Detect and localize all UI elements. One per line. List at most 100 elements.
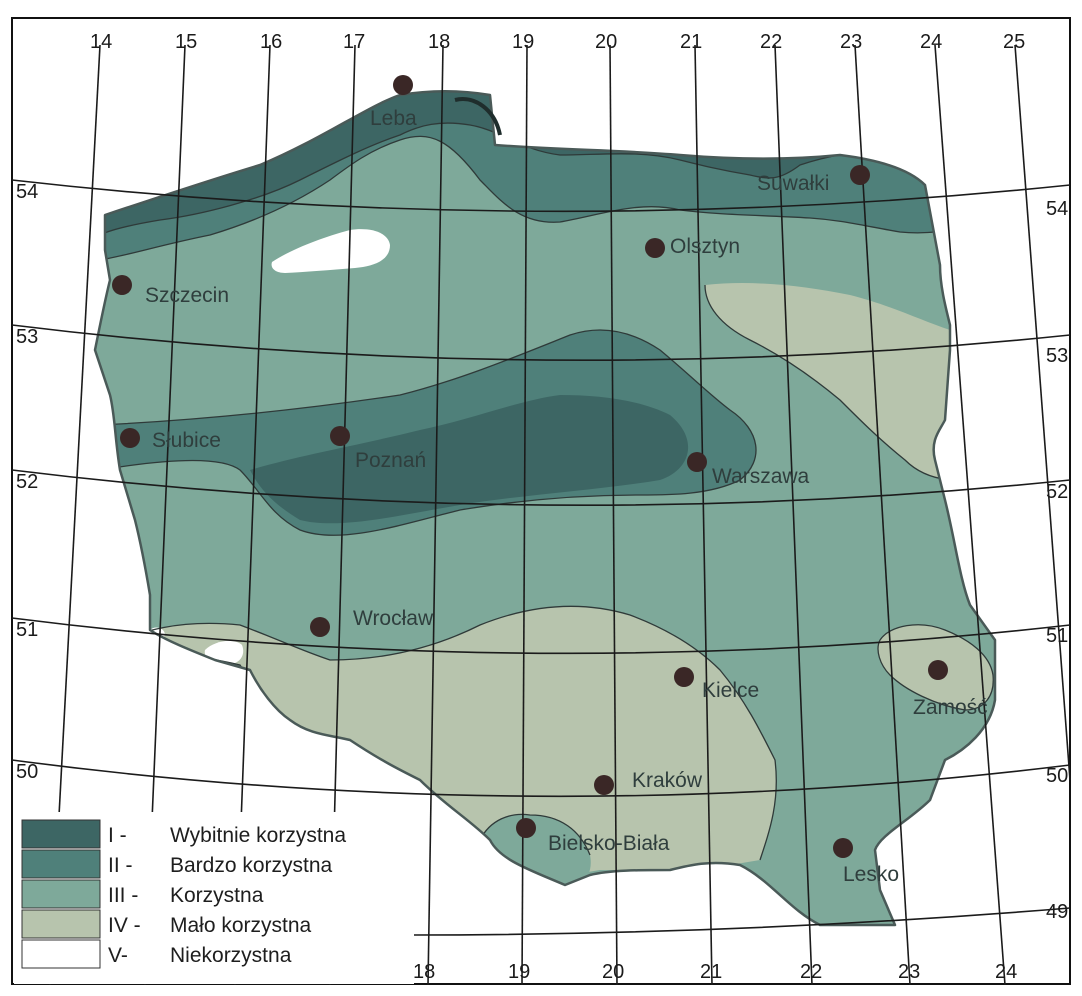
- zone-IV-east: [705, 283, 950, 480]
- city-szczecin[interactable]: Szczecin: [112, 275, 229, 307]
- city-marker[interactable]: [645, 238, 665, 258]
- lon-top-label: 14: [90, 31, 112, 53]
- lon-bottom-label: 19: [508, 961, 530, 983]
- legend-item-IV: IV - Mało korzystna: [21, 909, 312, 939]
- city-poznan[interactable]: Poznań: [330, 426, 426, 472]
- lat-right-label: 52: [1046, 481, 1068, 503]
- city-wroclaw[interactable]: Wrocław: [310, 607, 434, 637]
- lat-right-label: 51: [1046, 625, 1068, 647]
- legend-item-I: I - Wybitnie korzystna: [21, 819, 346, 849]
- lon-top-label: 22: [760, 31, 782, 53]
- lat-right-label: 53: [1046, 345, 1068, 367]
- city-lesko[interactable]: Lesko: [833, 838, 899, 886]
- city-suwalki[interactable]: Suwałki: [757, 165, 870, 195]
- legend-item-V: V- Niekorzystna: [21, 939, 292, 969]
- city-leba[interactable]: Leba: [370, 75, 417, 130]
- lon-bottom-labels: 18 19 20 21 22 23 24: [413, 961, 1017, 983]
- city-marker[interactable]: [310, 617, 330, 637]
- city-label: Kielce: [702, 679, 759, 702]
- lon-bottom-label: 24: [995, 961, 1017, 983]
- city-marker[interactable]: [850, 165, 870, 185]
- city-slubice[interactable]: Słubice: [120, 428, 221, 452]
- meridian-21: [694, 44, 713, 986]
- city-olsztyn[interactable]: Olsztyn: [645, 235, 740, 258]
- city-marker[interactable]: [330, 426, 350, 446]
- city-zamosc[interactable]: Zamość: [913, 660, 988, 719]
- city-marker[interactable]: [833, 838, 853, 858]
- meridian-18: [427, 44, 444, 986]
- legend-code: III -: [108, 884, 138, 907]
- city-kielce[interactable]: Kielce: [674, 667, 759, 702]
- legend-label: Korzystna: [170, 884, 264, 907]
- legend-swatch: [21, 879, 101, 909]
- meridian-20: [609, 44, 618, 986]
- legend-swatch: [21, 939, 101, 969]
- lon-top-label: 17: [343, 31, 365, 53]
- city-marker[interactable]: [516, 818, 536, 838]
- city-label: Kraków: [632, 769, 703, 792]
- zone-I-central: [250, 395, 689, 524]
- lat-left-label: 50: [16, 761, 38, 783]
- legend-label: Wybitnie korzystna: [170, 824, 346, 847]
- lat-left-label: 51: [16, 619, 38, 641]
- zone-edge-3: [99, 329, 757, 536]
- lon-bottom-label: 22: [800, 961, 822, 983]
- meridian-24: [934, 44, 1006, 986]
- lon-top-label: 18: [428, 31, 450, 53]
- hel-peninsula: [454, 97, 502, 136]
- lat-right-labels: 54 53 52 51 50 49: [1046, 198, 1068, 923]
- latitude-lines: [11, 179, 1071, 936]
- legend-label: Bardzo korzystna: [170, 854, 333, 877]
- legend-item-III: III - Korzystna: [21, 879, 264, 909]
- lat-left-label: 52: [16, 471, 38, 493]
- lon-top-label: 20: [595, 31, 617, 53]
- city-label: Lesko: [843, 863, 899, 886]
- city-label: Poznań: [355, 449, 426, 472]
- city-label: Suwałki: [757, 172, 829, 195]
- city-label: Słubice: [152, 429, 221, 452]
- poland-border: [93, 90, 997, 927]
- lat-right-label: 49: [1046, 901, 1068, 923]
- lon-top-label: 24: [920, 31, 942, 53]
- lat-left-label: 54: [16, 181, 38, 203]
- zone-edge-4: [704, 284, 951, 481]
- lon-top-label: 15: [175, 31, 197, 53]
- zone-edge-6: [95, 605, 777, 861]
- city-warszawa[interactable]: Warszawa: [687, 452, 810, 488]
- parallel-52: [11, 469, 1071, 507]
- lon-top-label: 25: [1003, 31, 1025, 53]
- lon-bottom-label: 18: [413, 961, 435, 983]
- lon-top-label: 21: [680, 31, 702, 53]
- parallel-54: [11, 179, 1071, 213]
- city-label: Olsztyn: [670, 235, 740, 258]
- city-marker[interactable]: [594, 775, 614, 795]
- legend-swatch: [21, 819, 101, 849]
- city-label: Wrocław: [353, 607, 434, 630]
- city-label: Warszawa: [712, 465, 810, 488]
- city-krakow[interactable]: Kraków: [594, 769, 703, 795]
- lat-right-label: 54: [1046, 198, 1068, 220]
- city-marker[interactable]: [393, 75, 413, 95]
- city-marker[interactable]: [928, 660, 948, 680]
- city-marker[interactable]: [674, 667, 694, 687]
- lon-bottom-label: 20: [602, 961, 624, 983]
- lon-bottom-label: 21: [700, 961, 722, 983]
- legend-label: Niekorzystna: [170, 944, 292, 967]
- city-bielsko-biala[interactable]: Bielsko-Biała: [516, 818, 670, 855]
- parallel-51: [11, 617, 1071, 655]
- zone-IV-south: [95, 606, 777, 880]
- zone-V-lake: [271, 229, 390, 273]
- lon-top-label: 19: [512, 31, 534, 53]
- zone-edge-8: [479, 813, 591, 856]
- lon-top-label: 23: [840, 31, 862, 53]
- city-marker[interactable]: [687, 452, 707, 472]
- city-marker[interactable]: [112, 275, 132, 295]
- cities: Leba Suwałki Olsztyn Szczecin Słubice Po…: [112, 75, 988, 886]
- lat-left-label: 53: [16, 326, 38, 348]
- legend-code: IV -: [108, 914, 141, 937]
- map-frame: [11, 17, 1071, 985]
- city-marker[interactable]: [120, 428, 140, 448]
- legend: I - Wybitnie korzystna II - Bardzo korzy…: [14, 812, 414, 984]
